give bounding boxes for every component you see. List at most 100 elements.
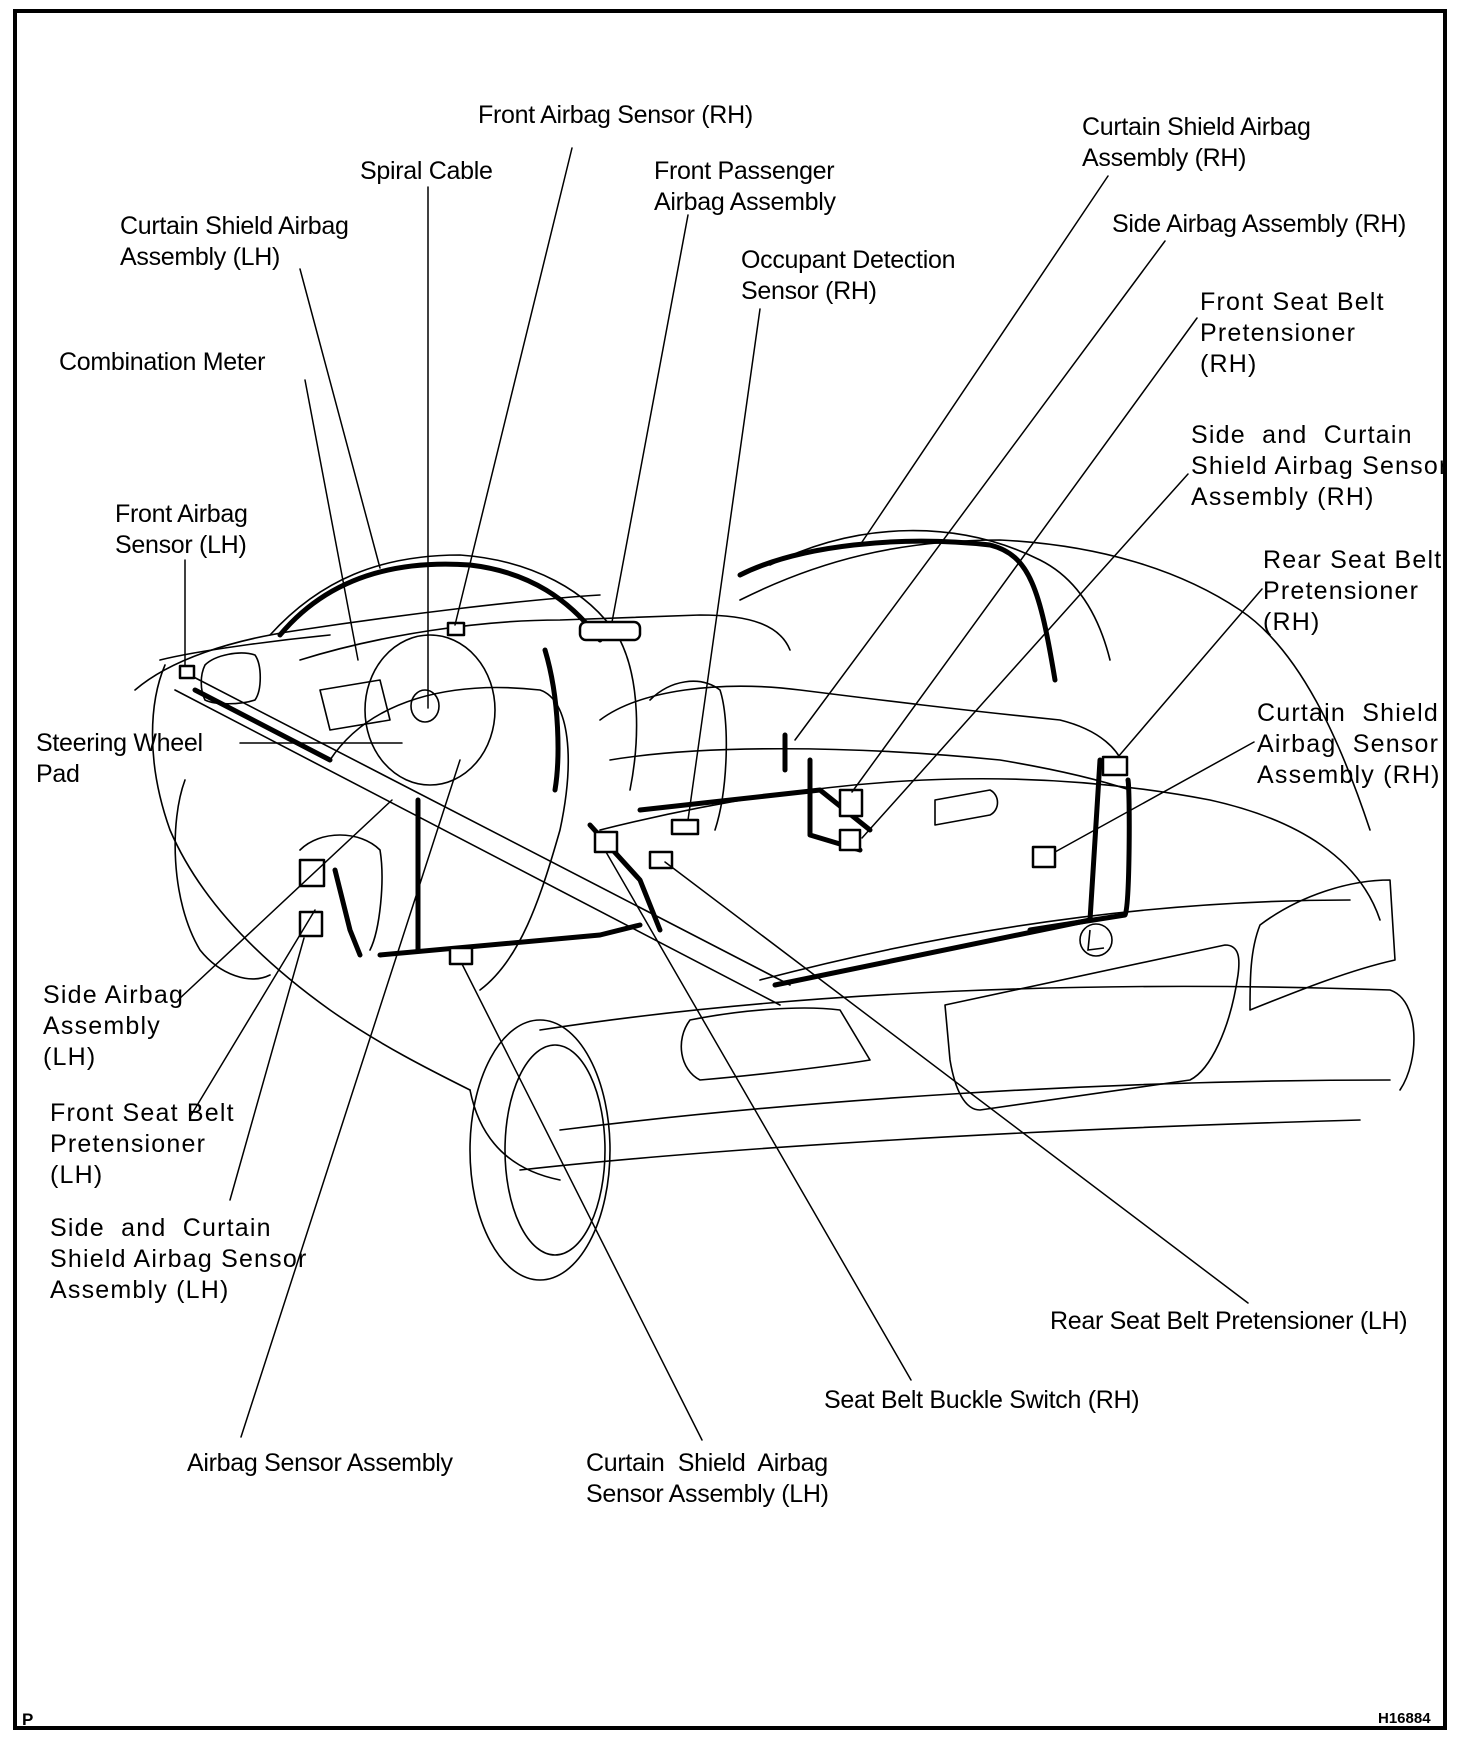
leader-rear-seat-belt-lh bbox=[664, 861, 1249, 1304]
license-plate-recess bbox=[944, 944, 1240, 1111]
label-line: Front Seat Belt bbox=[1200, 288, 1385, 316]
leader-front-passenger-airbag bbox=[611, 214, 689, 623]
front-seat-belt-pretensioner-rh-box bbox=[838, 828, 862, 852]
label-line: Occupant Detection bbox=[741, 246, 956, 274]
label-line: Side Airbag Assembly (RH) bbox=[1112, 210, 1407, 238]
rear-bumper-bottom bbox=[559, 1079, 1391, 1131]
label-front-airbag-sensor-rh: Front Airbag Sensor (RH) bbox=[478, 100, 753, 131]
leader-rear-seat-belt-rh bbox=[1117, 588, 1263, 758]
leader-side-curtain-sensor-rh bbox=[861, 473, 1189, 839]
label-line: Spiral Cable bbox=[360, 157, 493, 185]
harness-rear-rise-2 bbox=[1027, 777, 1132, 933]
leader-curtain-shield-lh bbox=[299, 268, 381, 569]
lexus-emblem-l bbox=[1087, 929, 1105, 951]
lexus-emblem bbox=[1079, 923, 1113, 957]
label-line: Assembly (RH) bbox=[1257, 761, 1441, 789]
leader-airbag-sensor-assembly bbox=[240, 759, 461, 1438]
side-curtain-sensor-rh-box bbox=[838, 788, 864, 818]
harness-rear-rise bbox=[1087, 757, 1103, 923]
hood-line bbox=[134, 594, 601, 691]
label-line: Curtain Shield Airbag bbox=[586, 1449, 828, 1477]
label-line: Curtain Shield Airbag bbox=[1082, 113, 1311, 141]
seat-belt-buckle-switch-box bbox=[593, 830, 619, 854]
curtain-shield-sensor-rh-box bbox=[1031, 845, 1057, 869]
figure-code: H16884 bbox=[1378, 1710, 1431, 1727]
curtain-shield-sensor-lh-box bbox=[448, 946, 474, 966]
label-line: Pretensioner bbox=[1200, 319, 1357, 347]
front-passenger-airbag-box bbox=[578, 620, 642, 642]
leader-side-curtain-sensor-lh bbox=[229, 937, 305, 1201]
leader-seat-belt-buckle-switch bbox=[605, 851, 912, 1381]
front-airbag-sensor-lh-box bbox=[178, 664, 196, 680]
leader-occupant-detection bbox=[687, 308, 761, 821]
page-marker: P bbox=[22, 1710, 34, 1729]
harness-seat-lh bbox=[332, 867, 363, 958]
label-line: Rear Seat Belt Pretensioner (LH) bbox=[1050, 1307, 1408, 1335]
label-line: (RH) bbox=[1263, 608, 1321, 636]
trunk-edge bbox=[759, 899, 1351, 981]
tail-light-left bbox=[680, 1007, 871, 1081]
steering-wheel-hub bbox=[410, 689, 440, 723]
side-curtain-sensor-lh-box bbox=[298, 910, 324, 938]
label-line: Front Airbag bbox=[115, 500, 248, 528]
label-line: (RH) bbox=[1200, 350, 1258, 378]
rear-lower bbox=[519, 1119, 1361, 1171]
leader-combination-meter bbox=[304, 379, 359, 661]
a-pillar-frame bbox=[269, 554, 638, 791]
label-line: Side and Curtain bbox=[50, 1214, 272, 1242]
rear-seat-cushion bbox=[609, 747, 1131, 791]
sill-line bbox=[179, 669, 791, 986]
label-line: Combination Meter bbox=[59, 348, 266, 376]
instrument-panel bbox=[319, 679, 391, 731]
side-mirror bbox=[200, 652, 262, 705]
label-line: Sensor (RH) bbox=[741, 277, 877, 305]
c-pillar bbox=[769, 529, 1111, 661]
steering-wheel bbox=[364, 634, 496, 786]
label-line: Assembly (RH) bbox=[1191, 483, 1375, 511]
leader-curtain-shield-sensor-rh bbox=[1054, 741, 1255, 853]
label-line: Airbag Sensor Assembly bbox=[187, 1449, 453, 1477]
rear-roof-line bbox=[739, 539, 1371, 831]
front-seat bbox=[649, 680, 728, 831]
leader-side-airbag-rh bbox=[794, 240, 1166, 741]
rear-shelf-light bbox=[934, 789, 999, 826]
leader-side-airbag-lh bbox=[177, 799, 393, 1001]
fender-line bbox=[159, 634, 331, 661]
tail-light-right bbox=[1249, 879, 1396, 1011]
label-seat-belt-buckle-switch-rh: Seat Belt Buckle Switch (RH) bbox=[824, 1385, 1140, 1416]
label-line: Shield Airbag Sensor bbox=[50, 1245, 308, 1273]
label-line: Steering Wheel bbox=[36, 729, 203, 757]
occupant-detection-sensor-box bbox=[670, 818, 700, 836]
label-line: (LH) bbox=[50, 1161, 104, 1189]
label-line: Airbag Sensor bbox=[1257, 730, 1440, 758]
rear-seat-belt-pretensioner-rh-box bbox=[1101, 755, 1129, 777]
label-spiral-cable: Spiral Cable bbox=[360, 156, 493, 187]
label-line: Assembly (LH) bbox=[120, 243, 281, 271]
label-airbag-sensor-assembly: Airbag Sensor Assembly bbox=[187, 1448, 453, 1479]
label-line: Assembly bbox=[43, 1012, 161, 1040]
label-side-airbag-assembly-rh: Side Airbag Assembly (RH) bbox=[1112, 209, 1406, 240]
label-line: Rear Seat Belt bbox=[1263, 546, 1443, 574]
leader-front-airbag-sensor-rh bbox=[454, 147, 573, 626]
label-line: Sensor Assembly (LH) bbox=[586, 1480, 829, 1508]
label-line: Side and Curtain bbox=[1191, 421, 1413, 449]
label-line: Assembly (RH) bbox=[1082, 144, 1247, 172]
leader-curtain-shield-sensor-lh bbox=[461, 963, 703, 1441]
leader-curtain-shield-rh bbox=[859, 175, 1109, 546]
label-line: Shield Airbag Sensor bbox=[1191, 452, 1449, 480]
label-line: Airbag Assembly bbox=[654, 188, 836, 216]
rear-wheel bbox=[469, 1019, 611, 1281]
rear-bumper-top bbox=[539, 985, 1415, 1091]
rear-wheel-inner bbox=[504, 1044, 606, 1256]
label-line: Curtain Shield bbox=[1257, 699, 1439, 727]
harness-front-sill bbox=[192, 687, 333, 763]
